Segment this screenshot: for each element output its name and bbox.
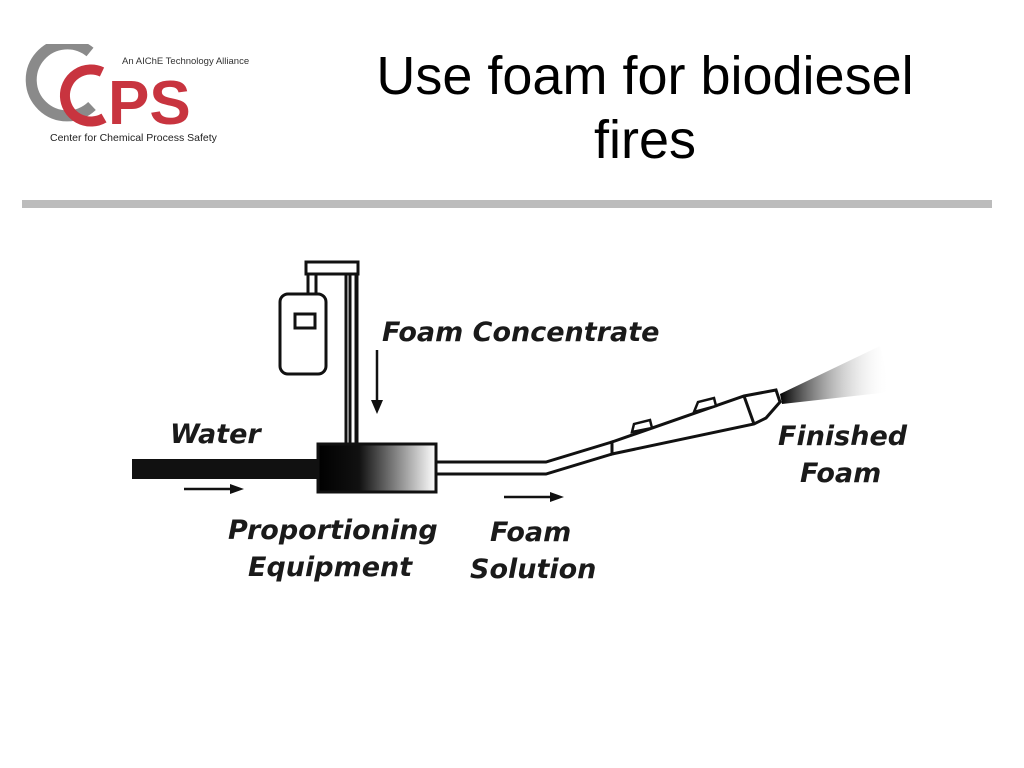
water-arrow-head xyxy=(230,484,244,494)
logo-tagline: An AIChE Technology Alliance xyxy=(122,56,249,67)
label-proportioning-2: Equipment xyxy=(248,552,413,583)
nozzle-knob-1 xyxy=(630,418,654,434)
water-pipe xyxy=(132,459,324,479)
logo-mark: PS xyxy=(108,69,191,138)
title-line-2: fires xyxy=(593,110,696,170)
label-foam-solution-1: Foam xyxy=(490,517,571,548)
label-water: Water xyxy=(170,419,262,450)
foam-nozzle xyxy=(610,388,782,456)
logo-red-c xyxy=(59,64,107,127)
logo-subtitle: Center for Chemical Process Safety xyxy=(50,132,218,144)
foam-system-diagram: Foam Concentrate Water Proportioning Equ… xyxy=(132,260,908,585)
label-finished-foam-1: Finished xyxy=(778,421,908,452)
title-line-1: Use foam for biodiesel xyxy=(376,46,914,106)
foam-solution-arrow-head xyxy=(550,492,564,502)
slide-title: Use foam for biodiesel fires xyxy=(310,44,980,172)
proportioning-equipment xyxy=(316,442,438,494)
title-divider xyxy=(22,200,992,208)
label-proportioning-1: Proportioning xyxy=(228,515,438,546)
concentrate-arrow-head xyxy=(371,400,383,414)
label-finished-foam-2: Foam xyxy=(800,458,881,489)
foam-spray xyxy=(780,346,890,404)
tube-cap xyxy=(304,260,360,276)
label-foam-solution-2: Solution xyxy=(470,554,596,585)
foam-solution-hose xyxy=(434,439,614,476)
nozzle-ring xyxy=(742,395,756,425)
container-window xyxy=(293,312,317,330)
label-foam-concentrate: Foam Concentrate xyxy=(382,317,659,348)
concentrate-container xyxy=(278,292,328,376)
nozzle-knob-2 xyxy=(691,396,718,414)
ccps-logo: An AIChE Technology Alliance PS Center f… xyxy=(25,44,249,144)
